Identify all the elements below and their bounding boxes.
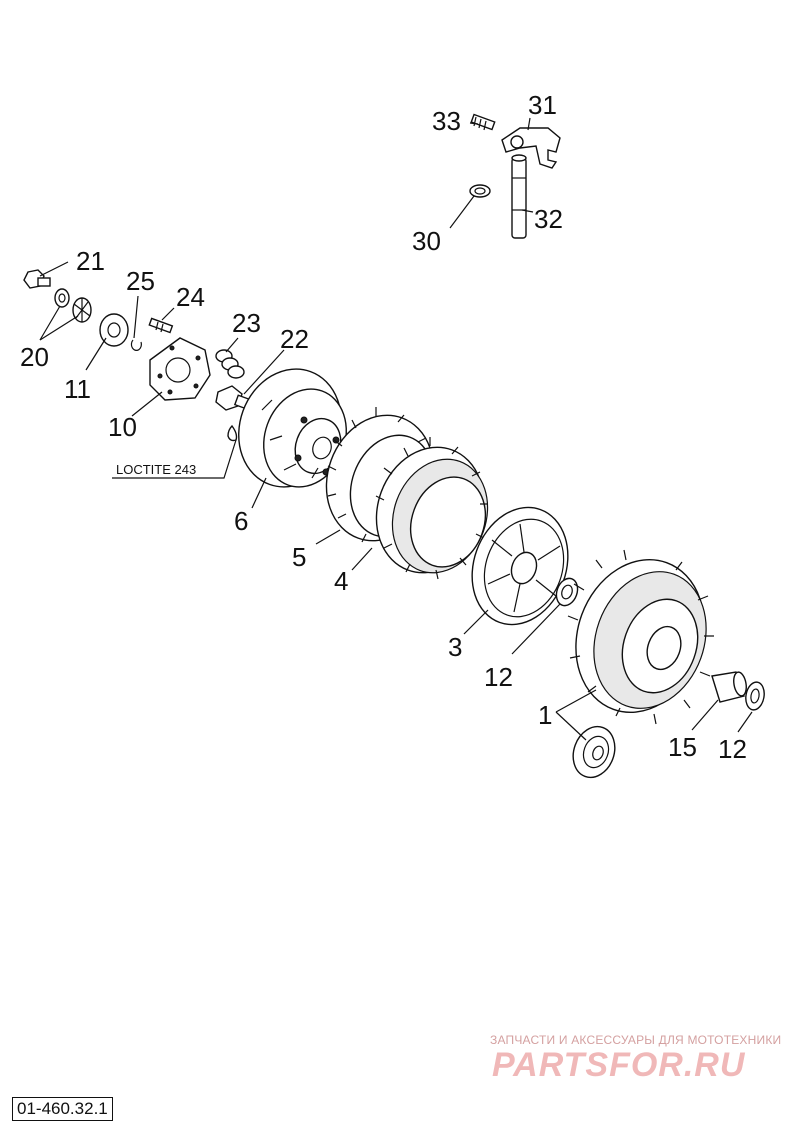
leader-lines [39, 117, 753, 741]
callout-12-lower: 12 [718, 734, 747, 764]
washers-20 [54, 288, 92, 323]
callout-31: 31 [528, 90, 557, 120]
screw-33 [470, 113, 496, 131]
springs-23 [215, 349, 245, 379]
loctite-note: LOCTITE 243 [116, 462, 196, 477]
screw-24 [148, 317, 174, 334]
circlip-25 [130, 339, 142, 351]
callout-25: 25 [126, 266, 155, 296]
callout-15: 15 [668, 732, 697, 762]
clutch-release-lever-31 [501, 127, 561, 169]
washer-12-upper [555, 577, 579, 607]
callout-22: 22 [280, 324, 309, 354]
steel-discs-4 [375, 437, 489, 580]
callout-6: 6 [234, 506, 248, 536]
inner-clutch-hub-6 [238, 368, 347, 488]
callout-11: 11 [64, 374, 91, 404]
callout-23: 23 [232, 308, 261, 338]
callout-3: 3 [448, 632, 462, 662]
watermark-tagline: ЗАПЧАСТИ И АКСЕССУАРЫ ДЛЯ МОТОТЕХНИКИ [490, 1033, 782, 1047]
nut-bolt-22 [215, 385, 257, 412]
washer-12-lower [745, 681, 765, 711]
callout-4: 4 [334, 566, 348, 596]
bushing-15 [711, 671, 747, 703]
callout-30: 30 [412, 226, 441, 256]
callout-12-upper: 12 [484, 662, 513, 692]
pressure-plate-10 [149, 337, 211, 401]
pressure-cap-11 [99, 313, 129, 347]
drawing-code: 01-460.32.1 [12, 1097, 113, 1121]
clutch-plate-3 [471, 506, 569, 626]
clutch-basket-1 [567, 549, 714, 725]
bolt-21 [23, 269, 51, 289]
callout-32: 32 [534, 204, 563, 234]
callout-1: 1 [538, 700, 552, 730]
gear-1 [572, 725, 616, 779]
loctite-drop [227, 424, 238, 442]
watermark-logo: PARTSFOR.RU [492, 1046, 746, 1084]
clutch-release-shaft-32 [511, 154, 527, 239]
callout-20: 20 [20, 342, 49, 372]
callout-10: 10 [108, 412, 137, 442]
callout-labels: 33 31 32 30 21 25 24 23 22 20 11 10 LOCT… [20, 90, 747, 764]
callout-33: 33 [432, 106, 461, 136]
callout-5: 5 [292, 542, 306, 572]
callout-24: 24 [176, 282, 205, 312]
callout-21: 21 [76, 246, 105, 276]
washer-30 [469, 184, 491, 198]
